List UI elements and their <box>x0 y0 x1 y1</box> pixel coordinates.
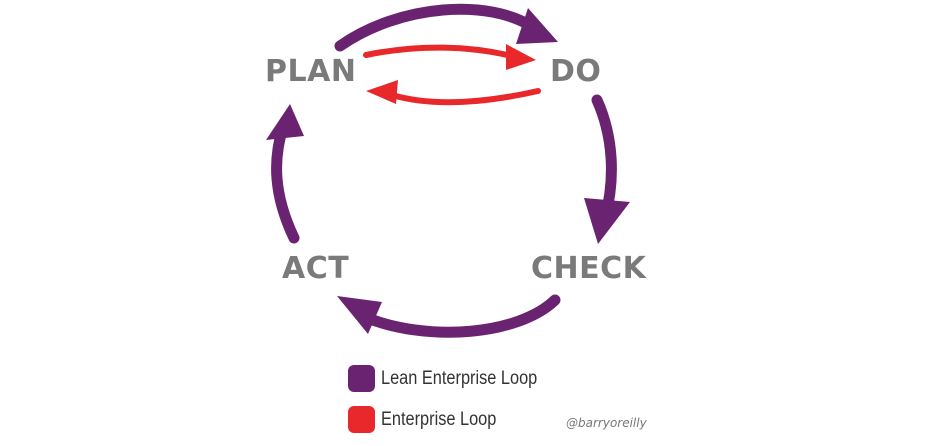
arrowhead-do-red <box>506 44 536 70</box>
lean-loop-arrows <box>266 3 630 338</box>
legend-enterprise-label: Enterprise Loop <box>381 408 497 430</box>
arrow-plan-to-do-red <box>363 44 515 59</box>
arrowhead-plan-red <box>366 80 398 104</box>
arrowhead-act <box>337 296 382 334</box>
arrowhead-plan <box>266 104 304 140</box>
arrow-do-to-plan-red <box>389 88 541 106</box>
stage-act-label: ACT <box>282 251 350 286</box>
legend-swatch-lean <box>348 365 375 392</box>
stage-check-label: CHECK <box>531 251 647 286</box>
stage-plan-label: PLAN <box>265 54 357 89</box>
arrow-act-to-plan <box>271 118 300 244</box>
legend-lean-label: Lean Enterprise Loop <box>381 367 538 389</box>
arrowhead-check <box>584 198 630 244</box>
author-credit: @barryoreilly <box>566 416 647 430</box>
arrow-plan-to-do <box>334 3 540 52</box>
legend-lean-loop: Lean Enterprise Loop <box>348 365 563 392</box>
stage-do-label: DO <box>550 54 602 89</box>
enterprise-loop-arrows <box>363 44 541 106</box>
arrow-check-to-act <box>356 294 561 338</box>
legend-swatch-enterprise <box>348 406 375 433</box>
arrowhead-do <box>516 8 558 44</box>
legend-enterprise-loop: Enterprise Loop <box>348 406 515 433</box>
